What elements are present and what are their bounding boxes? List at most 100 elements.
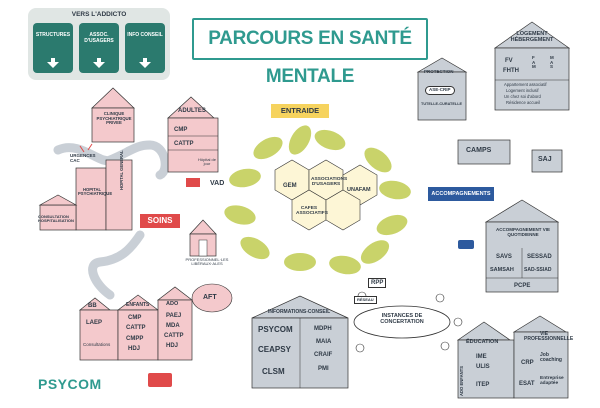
adultes-item: CATTP <box>174 141 194 147</box>
education-item: ITEP <box>476 382 490 388</box>
adultes-building <box>167 96 219 173</box>
clinique-label: CLINIQUE PSYCHIATRIQUE PRIVEE <box>96 111 132 125</box>
bb-item: LAEP <box>86 320 103 326</box>
vie-quotidienne-title: ACCOMPAGNEMENT VIE QUOTIDIENNE <box>496 227 550 237</box>
vie-pro-item: CRP <box>521 360 534 366</box>
info-right-item: CRAIF <box>314 352 333 358</box>
logement-title: LOGEMENT HÉBERGEMENT <box>510 31 554 43</box>
logement-bottom-item: Résidence accueil <box>506 100 540 105</box>
hex-cafes: CAFES ASSOCIATIFS <box>296 206 328 217</box>
vq-item: SAVS <box>496 254 512 260</box>
accompagnements-banner: ACCOMPAGNEMENTS <box>428 187 494 201</box>
vq-item: SESSAD <box>527 254 552 260</box>
ado-item: CATTP <box>164 333 184 339</box>
bb-title: BB <box>88 303 97 309</box>
logement-col: M A S <box>550 55 554 70</box>
consultations-label: Consultations <box>83 342 111 347</box>
adultes-item: Hôpital de jour <box>197 157 216 167</box>
education-building <box>456 315 569 399</box>
addicto-structures-button[interactable]: STRUCTURES <box>33 23 73 73</box>
ado-item: PAEJ <box>166 313 182 319</box>
children-buildings <box>79 286 194 361</box>
instances-label: INSTANCES DE CONCERTATION <box>380 313 424 325</box>
vq-item: SAMSAH <box>490 267 514 273</box>
urgences-label: URGENCES CAC <box>70 153 96 163</box>
adultes-item: CMP <box>174 127 188 133</box>
addicto-box-label: INFO CONSEIL <box>127 32 163 38</box>
soins-banner: SOINS <box>140 214 180 228</box>
ado-item: MDA <box>166 323 180 329</box>
education-title: ÉDUCATION <box>466 339 499 345</box>
info-conseil-building <box>251 295 349 389</box>
arrow-down-icon <box>93 58 105 68</box>
addicto-panel: VERS L'ADDICTO STRUCTURES ASSOC. D'USAGE… <box>28 8 170 80</box>
psycom-logo: PSYCOM <box>38 376 102 392</box>
addicto-assoc-button[interactable]: ASSOC. D'USAGERS <box>79 23 119 73</box>
info-right-item: MDPH <box>314 326 332 332</box>
protection-title: PROTECTION <box>424 69 454 74</box>
info-conseil-title: INFORMATIONS-CONSEIL <box>268 309 331 315</box>
protection-item: ASE-CRIP <box>425 86 455 95</box>
info-right-item: MAIA <box>316 339 332 345</box>
adultes-title: ADULTES <box>178 108 206 114</box>
liberaux-building <box>189 219 217 257</box>
ado-title: ADO <box>166 301 179 307</box>
vie-pro-title: VIE PROFESSIONNELLE <box>524 331 574 343</box>
logement-col: FV <box>505 58 513 64</box>
hex-gem: GEM <box>283 183 297 189</box>
saj-building <box>531 149 563 173</box>
enfants-item: CMPP <box>126 336 144 342</box>
reseau-label: RÉSEAU <box>354 296 377 305</box>
addicto-box-label: ASSOC. D'USAGERS <box>84 32 114 44</box>
blue-car-icon <box>458 240 474 249</box>
addicto-title: VERS L'ADDICTO <box>71 11 127 18</box>
info-right-item: PMI <box>318 366 329 372</box>
clinique-building <box>91 87 135 143</box>
vie-pro-item: Job coaching <box>540 352 562 364</box>
hospital-building <box>38 143 133 231</box>
enfants-item: HDJ <box>128 346 141 352</box>
saj-label: SAJ <box>538 156 552 163</box>
protection-item: TUTELLE-CURATELLE <box>421 102 463 106</box>
vie-pro-item: Entreprise adaptée <box>540 376 564 387</box>
page-title: PARCOURS EN SANTÉ MENTALE <box>192 18 428 87</box>
camps-building <box>457 139 511 165</box>
enfants-item: CMP <box>128 315 142 321</box>
rpp-label: RPP <box>368 278 387 289</box>
logement-bottom-item: Appartement associatif <box>504 82 547 87</box>
logement-building <box>493 21 571 111</box>
addicto-box-label: STRUCTURES <box>35 32 71 38</box>
hopital-psy-label: HOPITAL PSYCHIATRIQUE <box>78 187 113 197</box>
arrow-down-icon <box>139 58 151 68</box>
addicto-info-button[interactable]: INFO CONSEIL <box>125 23 165 73</box>
ado-item: HDJ <box>166 343 179 349</box>
camps-label: CAMPS <box>466 147 492 154</box>
logement-col: F A M <box>532 55 536 70</box>
info-left-item: CLSM <box>262 367 285 376</box>
entraide-cluster <box>224 125 411 275</box>
enfants-item: CATTP <box>126 325 146 331</box>
hex-unafam: UNAFAM <box>347 187 371 193</box>
education-item: ULIS <box>476 364 490 370</box>
enfants-title: ENFANTS <box>126 302 150 308</box>
liberaux-label: PROFESSIONNEL·LES LIBÉRAUX·ALES <box>185 257 229 267</box>
vie-pro-item: ESAT <box>519 381 535 387</box>
vq-item: SAD-SSIAD <box>524 267 552 273</box>
vad-label: VAD <box>210 180 225 187</box>
vq-item: PCPE <box>514 283 531 289</box>
logement-bottom-item: Un chez soi d'abord <box>504 94 541 99</box>
info-left-item: PSYCOM <box>258 325 293 334</box>
consultation-label: CONSULTATION HOSPITALISATION <box>38 214 74 224</box>
ambulance-icon <box>148 373 172 387</box>
logement-bottom-item: Logement inclusif <box>506 88 539 93</box>
aft-cloud <box>191 283 233 313</box>
hopital-general-label: HOPITAL GENERAL <box>119 150 124 190</box>
protection-building <box>416 57 468 121</box>
arrow-down-icon <box>47 58 59 68</box>
hex-associations: ASSOCIATIONS D'USAGERS <box>311 177 348 188</box>
education-side: ADO ENFANTS <box>459 365 464 396</box>
education-item: IME <box>476 354 487 360</box>
aft-label: AFT <box>203 294 217 301</box>
entraide-banner: ENTRAIDE <box>271 104 329 118</box>
